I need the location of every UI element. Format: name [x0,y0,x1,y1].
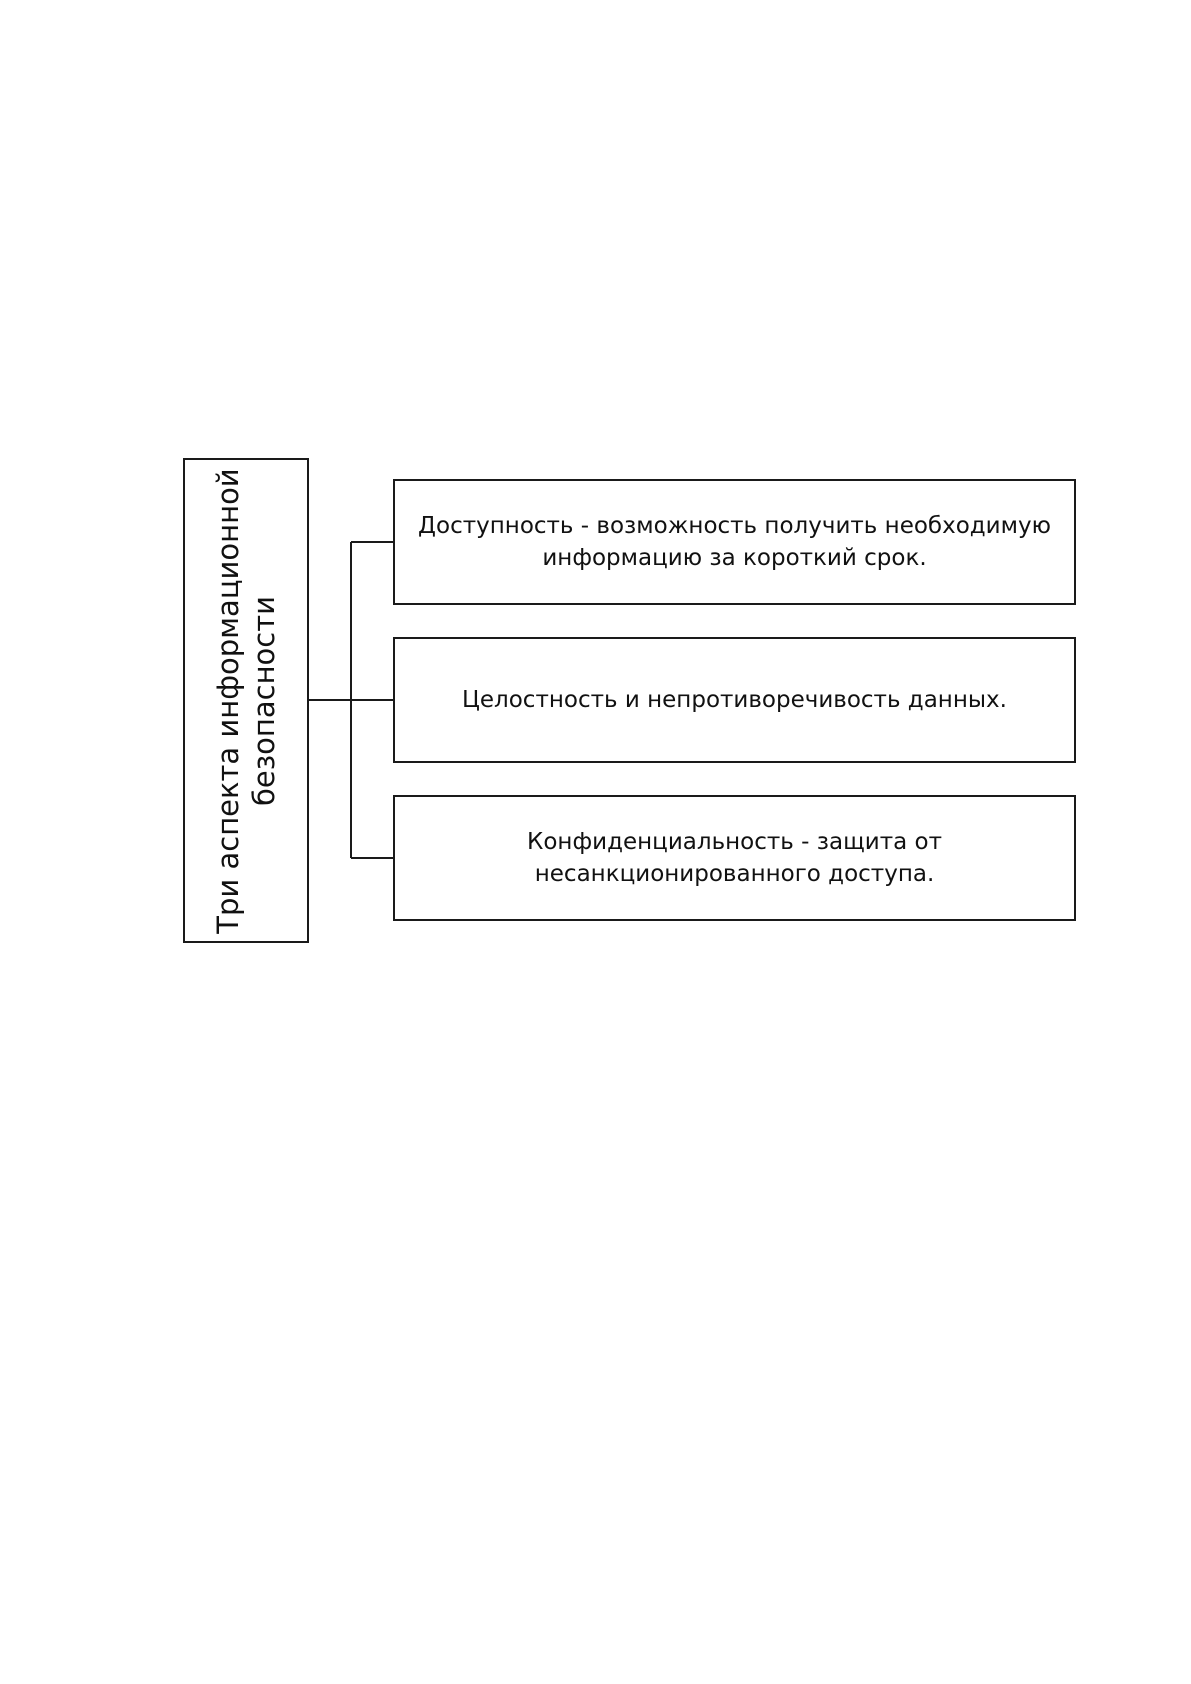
aspect-node-confidentiality: Конфиденциальность - защита от несанкцио… [393,795,1076,921]
aspect-label: Целостность и непротиворечивость данных. [448,684,1021,716]
aspect-label-line-1: Целостность и непротиворечивость данных. [462,684,1007,716]
aspect-node-integrity: Целостность и непротиворечивость данных. [393,637,1076,763]
root-node: Три аспекта информационной безопасности [183,458,309,943]
aspect-label-line-1: Доступность - возможность получить необх… [418,510,1051,542]
root-label-line-1: Три аспекта информационной [210,466,246,936]
root-label-line-2: безопасности [246,466,282,936]
root-label: Три аспекта информационной безопасности [210,466,282,936]
aspect-label-line-2: информацию за короткий срок. [418,542,1051,574]
aspect-label: Доступность - возможность получить необх… [404,510,1065,574]
aspect-node-availability: Доступность - возможность получить необх… [393,479,1076,605]
aspect-label-line-2: несанкционированного доступа. [527,858,942,890]
aspect-label: Конфиденциальность - защита от несанкцио… [513,826,956,890]
aspect-label-line-1: Конфиденциальность - защита от [527,826,942,858]
